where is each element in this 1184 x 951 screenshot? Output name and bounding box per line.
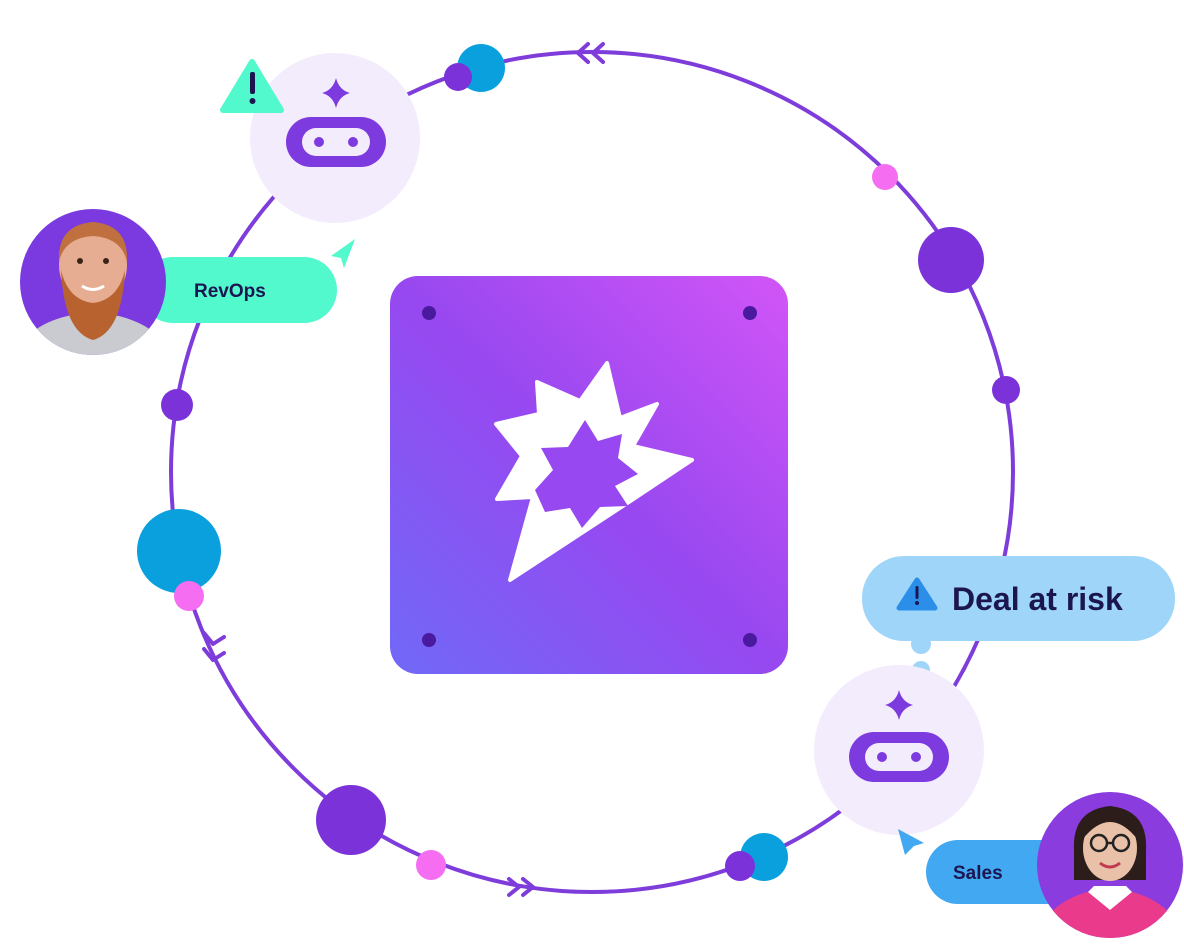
revops-label: RevOps — [194, 281, 266, 302]
ring-node — [161, 389, 193, 421]
ring-node — [992, 376, 1020, 404]
ring-node — [918, 227, 984, 293]
warning-triangle-icon — [220, 59, 284, 113]
pointer-icon — [898, 829, 924, 855]
sparkle-icon — [322, 78, 350, 108]
robot-sparkle-icon — [286, 117, 386, 167]
sales-label: Sales — [953, 863, 1003, 884]
agent-node-top — [250, 53, 420, 223]
robot-sparkle-icon — [849, 732, 949, 782]
revops-pill — [140, 257, 337, 323]
agent-node-bottom — [814, 665, 984, 835]
ring-node — [416, 850, 446, 880]
burst-logo-icon — [494, 361, 694, 582]
alert-bubble: Deal at risk — [862, 556, 1175, 641]
ring-node — [174, 581, 204, 611]
double-chevron-icon — [576, 42, 605, 64]
avatar — [1037, 792, 1183, 938]
double-chevron-icon — [507, 877, 535, 897]
pointer-icon — [331, 239, 355, 268]
double-chevron-icon — [202, 631, 226, 662]
center-card — [390, 276, 788, 674]
ring-node — [316, 785, 386, 855]
ring-node — [137, 509, 221, 593]
ring-node — [872, 164, 898, 190]
alert-text: Deal at risk — [952, 581, 1123, 617]
ring-node — [444, 63, 472, 91]
avatar — [20, 209, 166, 355]
warning-triangle-icon — [896, 577, 938, 611]
ring-node — [725, 851, 755, 881]
sparkle-icon — [885, 690, 913, 720]
warning-glyph: ! — [0, 0, 1, 1]
